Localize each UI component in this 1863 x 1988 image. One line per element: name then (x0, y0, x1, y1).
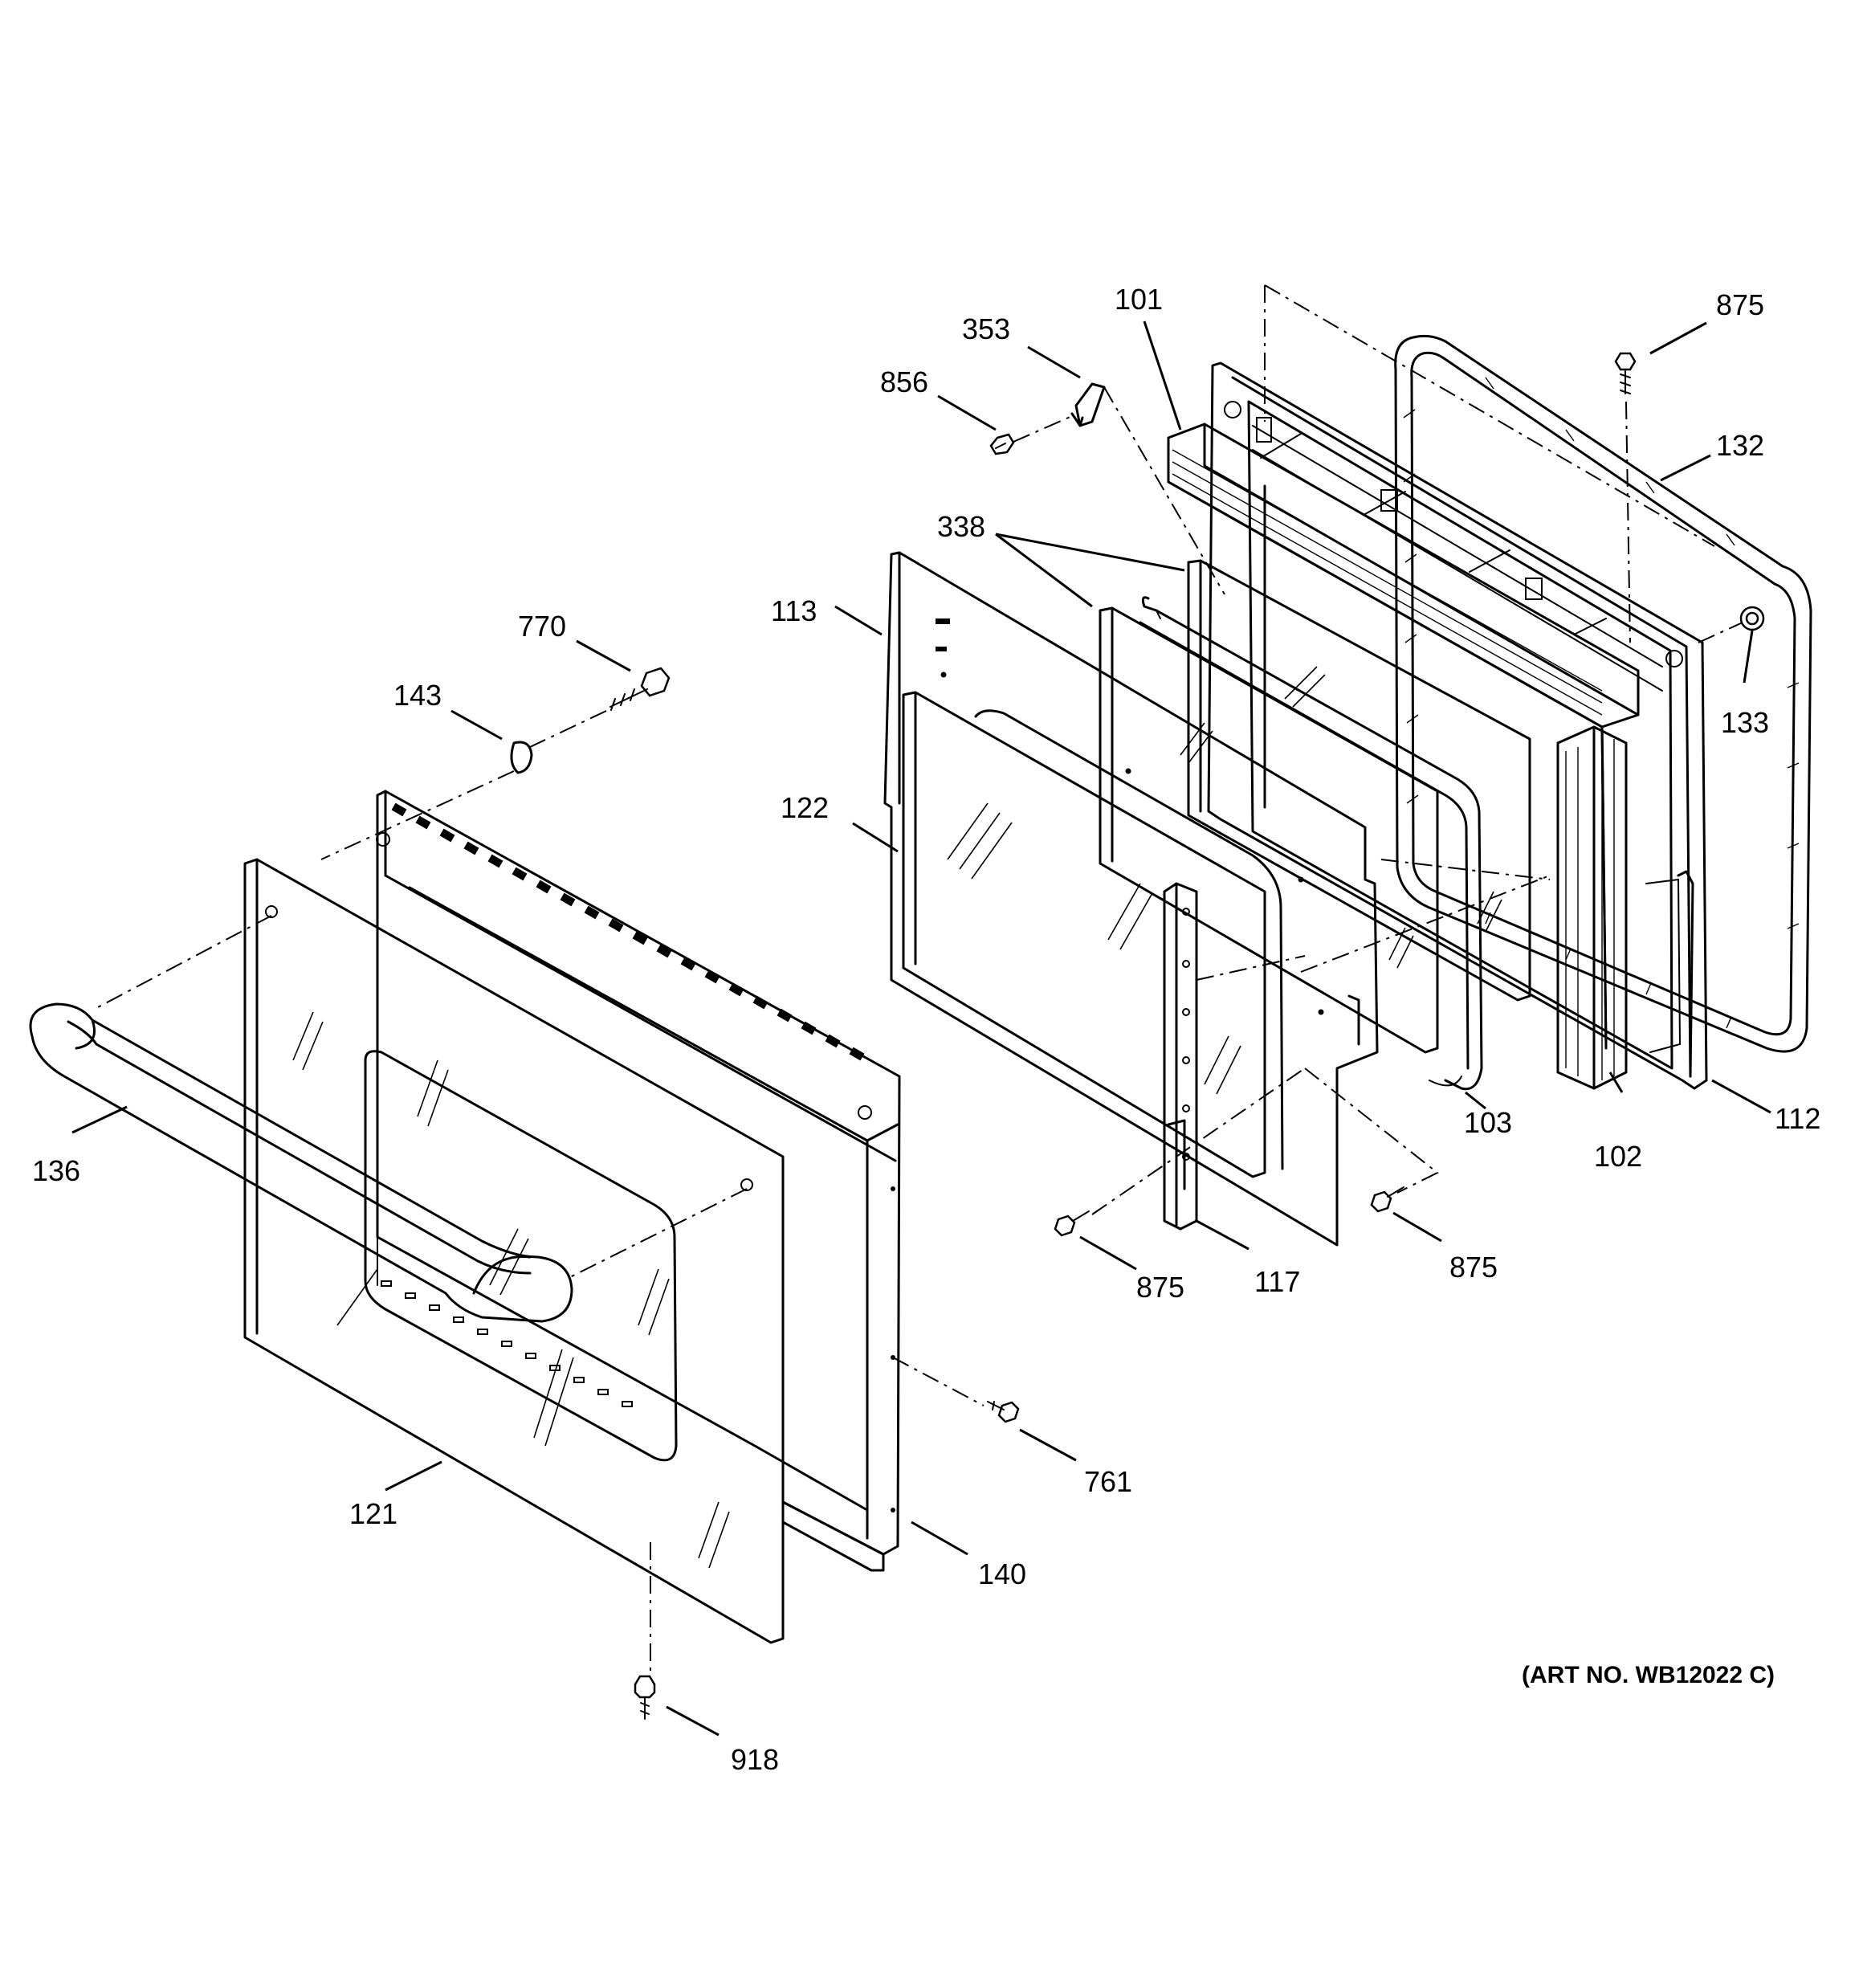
glass-panel-338-b (1099, 606, 1439, 1054)
screw-875-left (1054, 1210, 1090, 1237)
door-frame-101 (1167, 423, 1640, 1050)
callout-labels: 101 353 856 875 132 338 113 133 122 770 … (32, 283, 1820, 1776)
side-insulation-102 (1556, 725, 1628, 1090)
callout-770: 770 (518, 610, 566, 643)
callout-132: 132 (1716, 429, 1764, 462)
callout-133: 133 (1721, 706, 1769, 739)
bottom-vent-slots (381, 1280, 633, 1407)
callout-875-right: 875 (1449, 1251, 1498, 1284)
callout-140: 140 (978, 1557, 1026, 1590)
callout-353: 353 (962, 312, 1010, 345)
vent-slots (391, 802, 865, 1061)
door-bumper-133 (1739, 606, 1765, 631)
glass-panel-338-a (1187, 559, 1531, 1002)
screw-918 (634, 1675, 656, 1720)
screw-761 (987, 1401, 1020, 1423)
callout-856: 856 (880, 365, 928, 398)
callout-136: 136 (32, 1154, 80, 1187)
screw-875-top (1614, 352, 1637, 394)
heat-shield-113 (883, 551, 1379, 1247)
callout-103: 103 (1464, 1106, 1512, 1139)
screw-856 (989, 433, 1015, 455)
screw-875-right (1370, 1186, 1404, 1213)
door-handle-136 (29, 1002, 573, 1323)
callout-113: 113 (771, 594, 817, 627)
screw-770 (609, 667, 671, 711)
callout-875-left: 875 (1136, 1271, 1184, 1304)
callout-338: 338 (937, 510, 985, 543)
callout-121: 121 (349, 1497, 397, 1530)
spacer-143 (510, 741, 533, 774)
callout-122: 122 (781, 791, 829, 824)
hinge-clip-353 (1070, 382, 1106, 427)
leader-lines (71, 320, 1771, 1737)
callout-102: 102 (1594, 1140, 1642, 1173)
door-frame-140 (376, 790, 901, 1572)
art-number: (ART NO. WB12022 C) (1522, 1662, 1775, 1688)
callout-117: 117 (1254, 1265, 1300, 1298)
window-glass-122 (902, 691, 1284, 1178)
inner-gasket-103 (1139, 596, 1483, 1091)
callout-101: 101 (1115, 283, 1163, 316)
callout-112: 112 (1775, 1102, 1820, 1135)
callout-143: 143 (393, 679, 442, 712)
alignment-lines (96, 284, 1743, 1675)
callout-761: 761 (1084, 1465, 1132, 1498)
hinge-channel-117 (1163, 882, 1198, 1231)
inner-door-liner-112 (1207, 361, 1708, 1090)
callout-918: 918 (731, 1743, 779, 1776)
callout-875-top: 875 (1716, 288, 1764, 321)
outer-door-panel-121 (243, 858, 785, 1644)
door-gasket-132 (1394, 334, 1812, 1053)
